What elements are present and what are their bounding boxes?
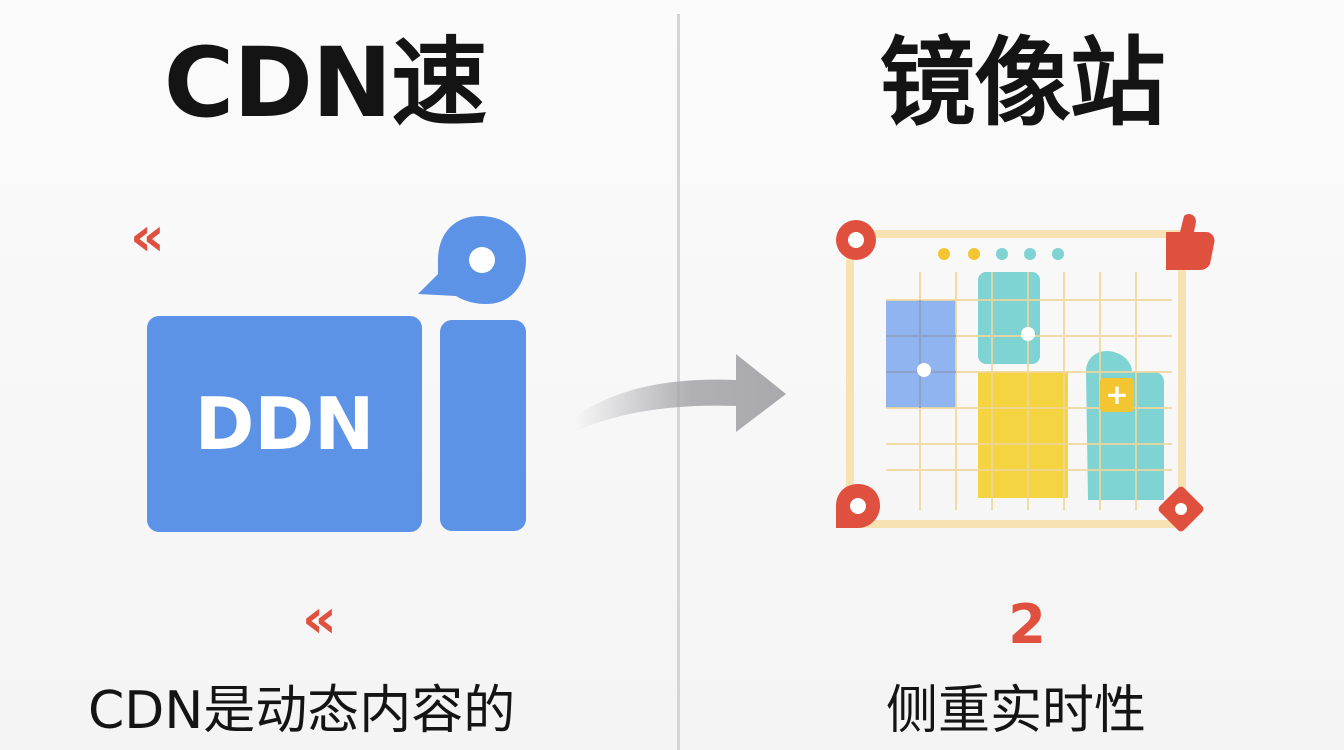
speech-bubble-icon [418,216,526,304]
arrow-right-icon [574,354,786,432]
grid-frame-icon: + [836,214,1215,532]
mirror-description: 侧重实时性 [886,681,1147,741]
ddn-block: DDN [147,316,422,532]
mirror-title: 镜像站 [879,27,1166,139]
chevrons-left-icon: « [130,205,165,268]
chevrons-left-icon: « [302,587,337,650]
ddn-label: DDN [194,382,375,466]
side-block [440,320,526,531]
cdn-panel: CDN速 « DDN « CDN是动态内容的 [88,27,526,741]
cdn-title: CDN速 [163,27,487,139]
cdn-description: CDN是动态内容的 [88,681,516,741]
plus-icon: + [1105,378,1128,411]
mirror-panel: 镜像站 [682,0,1344,750]
step-number: 2 [1008,593,1046,656]
